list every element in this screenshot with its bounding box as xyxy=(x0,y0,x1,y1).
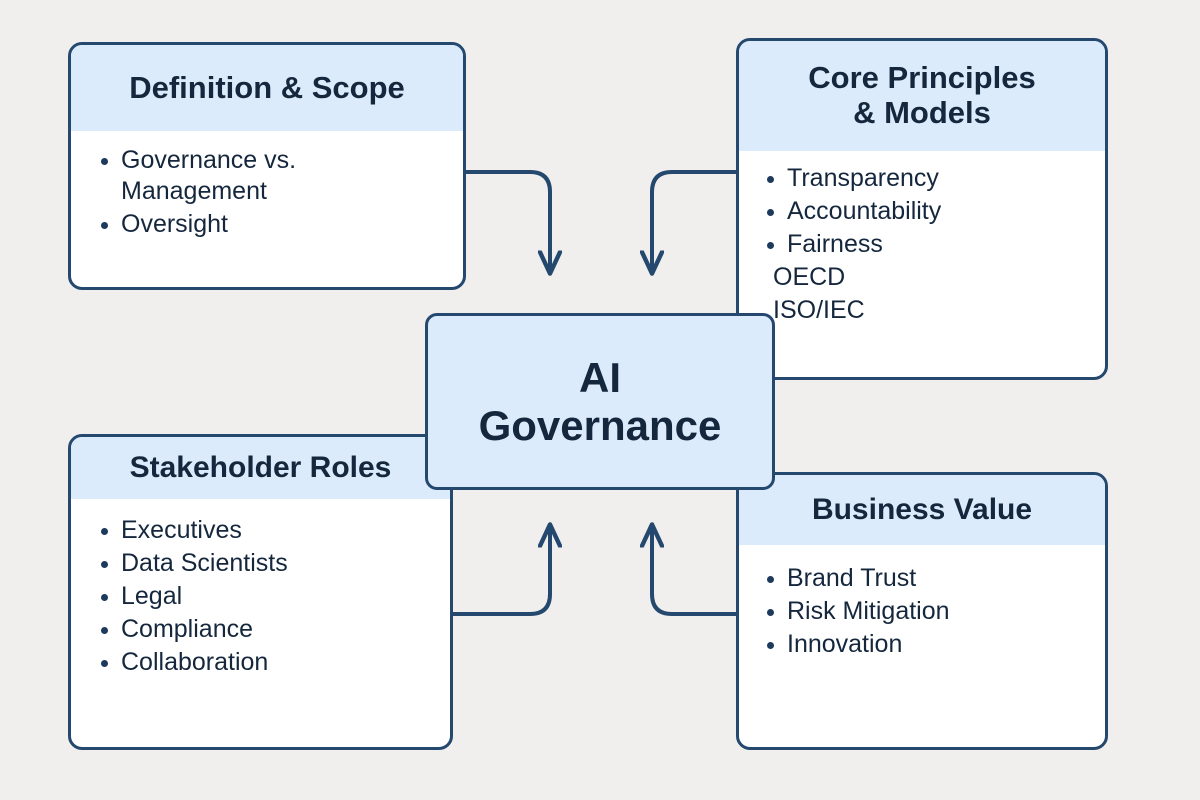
node-body-business-value: Brand Trust Risk Mitigation Innovation xyxy=(739,545,1105,672)
list-item: Risk Mitigation xyxy=(761,596,1087,627)
list-item: Transparency xyxy=(761,163,1087,194)
list-item: OECD xyxy=(773,263,846,291)
list-item: Compliance xyxy=(95,614,432,645)
bullet-list-stakeholder-roles: Executives Data Scientists Legal Complia… xyxy=(95,515,432,678)
node-business-value[interactable]: Business Value Brand Trust Risk Mitigati… xyxy=(736,472,1108,750)
node-title-business-value: Business Value xyxy=(739,475,1105,545)
node-core-principles-and-models[interactable]: Core Principles & Models Transparency Ac… xyxy=(736,38,1108,380)
connector-definition-to-center xyxy=(466,170,550,272)
list-item: Accountability xyxy=(761,196,1087,227)
bullet-list-business-value: Brand Trust Risk Mitigation Innovation xyxy=(761,563,1087,660)
list-item: Governance vs. Management xyxy=(95,145,445,207)
list-item: Collaboration xyxy=(95,647,432,678)
node-body-core-principles-and-models: Transparency Accountability Fairness OEC… xyxy=(739,151,1105,338)
node-stakeholder-roles[interactable]: Stakeholder Roles Executives Data Scient… xyxy=(68,434,453,750)
connector-stakeholders-to-center xyxy=(453,526,550,616)
node-body-stakeholder-roles: Executives Data Scientists Legal Complia… xyxy=(71,499,450,690)
node-title-stakeholder-roles: Stakeholder Roles xyxy=(71,437,450,499)
bullet-list-core-principles-and-models: Transparency Accountability Fairness OEC… xyxy=(761,163,1087,326)
center-node-label: AI Governance xyxy=(478,353,722,449)
list-item: Legal xyxy=(95,581,432,612)
list-item: Fairness xyxy=(761,229,1087,260)
connector-principles-to-center xyxy=(652,170,736,272)
list-item: ISO/IEC xyxy=(773,296,865,324)
list-item: Executives xyxy=(95,515,432,546)
connector-business-to-center xyxy=(652,526,736,616)
node-ai-governance-center[interactable]: AI Governance xyxy=(425,313,775,490)
list-item: Oversight xyxy=(95,209,445,240)
list-item: Brand Trust xyxy=(761,563,1087,594)
node-title-definition-and-scope: Definition & Scope xyxy=(71,45,463,131)
list-item: Innovation xyxy=(761,629,1087,660)
list-item: Data Scientists xyxy=(95,548,432,579)
node-title-core-principles-and-models: Core Principles & Models xyxy=(739,41,1105,151)
node-definition-and-scope[interactable]: Definition & Scope Governance vs. Manage… xyxy=(68,42,466,290)
node-body-definition-and-scope: Governance vs. Management Oversight xyxy=(71,131,463,252)
bullet-list-definition-and-scope: Governance vs. Management Oversight xyxy=(95,145,445,240)
